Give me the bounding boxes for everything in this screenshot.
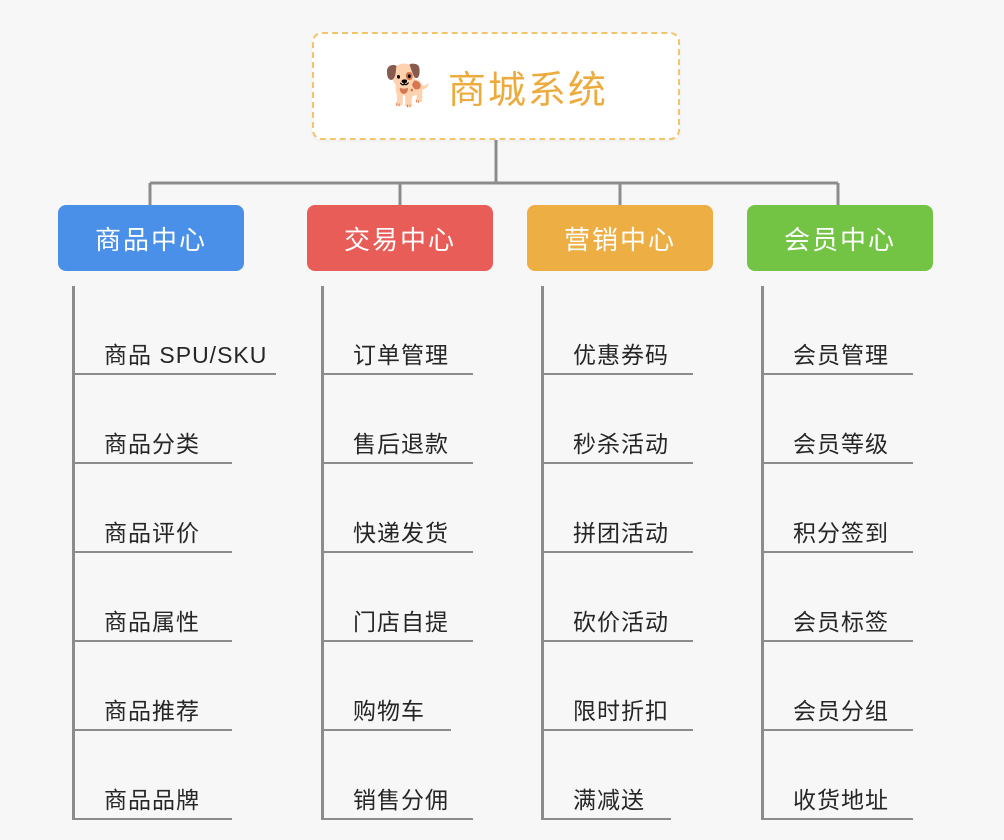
leaf-item[interactable]: 优惠券码 <box>541 286 693 375</box>
root-title: 商城系统 <box>447 69 608 112</box>
leaf-item[interactable]: 商品分类 <box>72 375 232 464</box>
leaf-item-label: 会员标签 <box>793 608 889 635</box>
shiba-dog-face-icon: 🐕 <box>384 64 434 108</box>
leaf-item-label: 商品品牌 <box>104 786 200 813</box>
column-spine-line <box>761 286 764 820</box>
leaf-item[interactable]: 满减送 <box>541 731 671 820</box>
leaf-item[interactable]: 会员管理 <box>761 286 913 375</box>
leaf-item[interactable]: 门店自提 <box>321 553 473 642</box>
column-spine-line <box>72 286 75 820</box>
category-header-label: 交易中心 <box>343 224 456 255</box>
leaf-item[interactable]: 商品品牌 <box>72 731 232 820</box>
leaf-item-label: 砍价活动 <box>573 608 669 635</box>
leaf-item[interactable]: 限时折扣 <box>541 642 693 731</box>
leaf-item[interactable]: 商品属性 <box>72 553 232 642</box>
leaf-item[interactable]: 秒杀活动 <box>541 375 693 464</box>
leaf-item-label: 商品 SPU/SKU <box>104 341 268 368</box>
leaf-item-label: 满减送 <box>573 786 645 813</box>
category-header-label: 会员中心 <box>783 224 896 255</box>
leaf-item[interactable]: 积分签到 <box>761 464 913 553</box>
leaf-item-label: 订单管理 <box>353 341 449 368</box>
leaf-item[interactable]: 销售分佣 <box>321 731 473 820</box>
leaf-item-label: 会员分组 <box>793 697 889 724</box>
leaf-item[interactable]: 快递发货 <box>321 464 473 553</box>
leaf-item[interactable]: 商品推荐 <box>72 642 232 731</box>
leaf-item-label: 售后退款 <box>353 430 449 457</box>
leaf-item-label: 收货地址 <box>793 786 889 813</box>
leaf-item-label: 会员等级 <box>793 430 889 457</box>
leaf-item-label: 商品评价 <box>104 519 200 546</box>
leaf-item-label: 限时折扣 <box>573 697 669 724</box>
leaf-item[interactable]: 订单管理 <box>321 286 473 375</box>
root-node[interactable]: 🐕 商城系统 <box>312 32 680 140</box>
leaf-item-label: 优惠券码 <box>573 341 669 368</box>
leaf-item-label: 门店自提 <box>353 608 449 635</box>
category-header-label: 商品中心 <box>94 224 207 255</box>
column-spine-line <box>541 286 544 820</box>
leaf-item[interactable]: 收货地址 <box>761 731 913 820</box>
leaf-item[interactable]: 商品 SPU/SKU <box>72 286 276 375</box>
leaf-item-label: 拼团活动 <box>573 519 669 546</box>
leaf-item-label: 购物车 <box>353 697 425 724</box>
leaf-item[interactable]: 购物车 <box>321 642 451 731</box>
column-spine-line <box>321 286 324 820</box>
leaf-item-label: 商品推荐 <box>104 697 200 724</box>
leaf-item[interactable]: 商品评价 <box>72 464 232 553</box>
leaf-item-label: 秒杀活动 <box>573 430 669 457</box>
leaf-item-label: 积分签到 <box>793 519 889 546</box>
leaf-item-label: 销售分佣 <box>353 786 449 813</box>
leaf-item[interactable]: 砍价活动 <box>541 553 693 642</box>
leaf-item[interactable]: 拼团活动 <box>541 464 693 553</box>
leaf-item[interactable]: 售后退款 <box>321 375 473 464</box>
leaf-item-label: 商品属性 <box>104 608 200 635</box>
category-header-member-center[interactable]: 会员中心 <box>747 205 933 271</box>
leaf-item[interactable]: 会员等级 <box>761 375 913 464</box>
category-header-product-center[interactable]: 商品中心 <box>58 205 244 271</box>
category-header-marketing-center[interactable]: 营销中心 <box>527 205 713 271</box>
leaf-item-label: 商品分类 <box>104 430 200 457</box>
category-header-label: 营销中心 <box>563 224 676 255</box>
category-header-trade-center[interactable]: 交易中心 <box>307 205 493 271</box>
leaf-item-label: 会员管理 <box>793 341 889 368</box>
leaf-item-label: 快递发货 <box>353 519 449 546</box>
leaf-item[interactable]: 会员分组 <box>761 642 913 731</box>
leaf-item[interactable]: 会员标签 <box>761 553 913 642</box>
